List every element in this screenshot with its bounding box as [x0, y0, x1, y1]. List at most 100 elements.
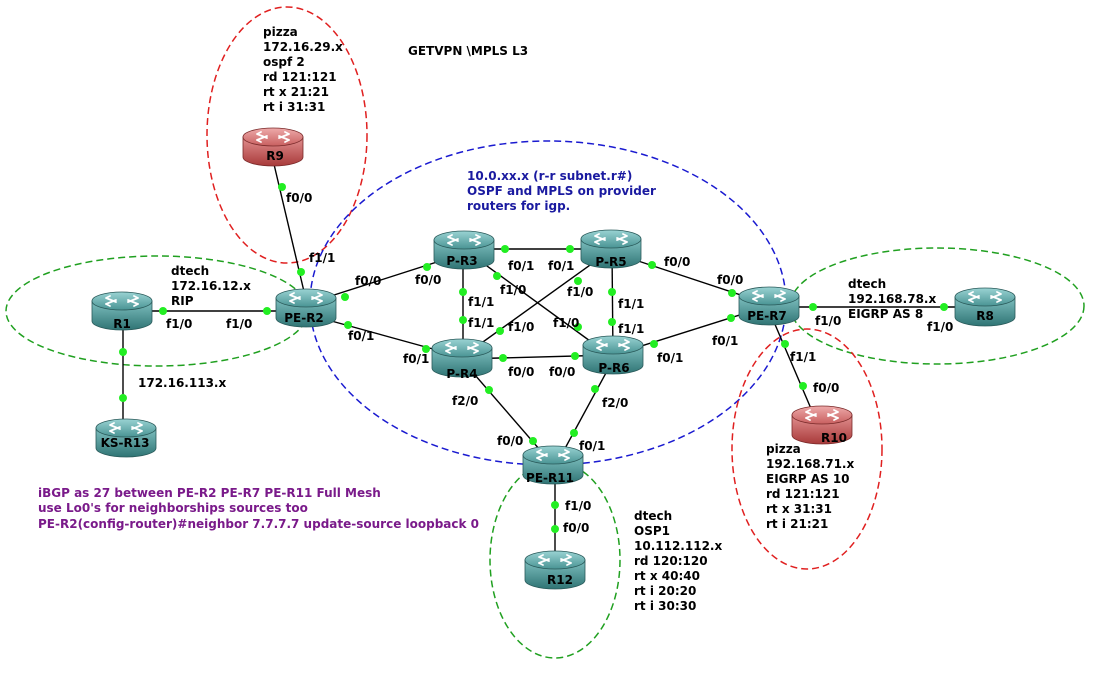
port-dot — [263, 307, 271, 315]
router-label: KS-R13 — [101, 436, 150, 450]
router-r9[interactable]: R9 — [242, 127, 304, 167]
zone-text: 10.0.xx.x (r-r subnet.r#) — [467, 169, 632, 183]
zone-text: RIP — [171, 294, 194, 308]
port-label: f1/1 — [618, 322, 644, 336]
port-label: f0/0 — [355, 274, 381, 288]
port-dot — [551, 501, 559, 509]
port-dot — [574, 323, 582, 331]
port-dot — [566, 245, 574, 253]
router-pe-r2[interactable]: PE-R2 — [275, 288, 337, 328]
port-dot — [727, 314, 735, 322]
port-label: f0/0 — [508, 365, 534, 379]
port-dot — [728, 289, 736, 297]
port-label: f0/0 — [813, 381, 839, 395]
port-label: f1/1 — [468, 295, 494, 309]
router-r12[interactable]: R12 — [524, 550, 586, 590]
note-line: iBGP as 27 between PE-R2 PE-R7 PE-R11 Fu… — [38, 486, 381, 500]
router-p-r3[interactable]: P-R3 — [433, 230, 495, 270]
router-ks-r13[interactable]: KS-R13 — [95, 418, 157, 458]
port-dot — [278, 183, 286, 191]
r13-subnet: 172.16.113.x — [138, 376, 226, 390]
port-label: f0/0 — [549, 365, 575, 379]
router-r1[interactable]: R1 — [91, 291, 153, 331]
port-dot — [344, 321, 352, 329]
port-dot — [341, 293, 349, 301]
router-label: PE-R7 — [747, 309, 787, 323]
port-label: f0/0 — [664, 255, 690, 269]
zone-text: 172.16.12.x — [171, 279, 251, 293]
port-dot — [459, 288, 467, 296]
port-dot — [574, 277, 582, 285]
zone-text: rt i 21:21 — [766, 517, 828, 531]
zone-text: ospf 2 — [263, 55, 305, 69]
router-label: P-R4 — [446, 367, 477, 381]
router-pe-r7[interactable]: PE-R7 — [738, 286, 800, 326]
zone-text: pizza — [263, 25, 298, 39]
zone-r9-site — [206, 6, 368, 264]
r8-site-info: dtech 192.168.78.x EIGRP AS 8 — [848, 277, 936, 321]
r10-site-info: pizza 192.168.71.x EIGRP AS 10 rd 121:12… — [766, 442, 854, 531]
router-pe-r11[interactable]: PE-R11 — [522, 445, 584, 485]
zone-text: 10.112.112.x — [634, 539, 722, 553]
port-dot — [608, 318, 616, 326]
port-dot — [493, 272, 501, 280]
router-label: PE-R2 — [284, 311, 324, 325]
zone-text: rt x 31:31 — [766, 502, 832, 516]
router-r8[interactable]: R8 — [954, 287, 1016, 327]
port-label: f0/1 — [657, 351, 683, 365]
port-label: f1/0 — [815, 314, 841, 328]
port-dot — [648, 261, 656, 269]
port-dot — [501, 245, 509, 253]
link-r7-r10 — [767, 307, 819, 426]
port-label: f1/0 — [553, 316, 579, 330]
port-label: f1/0 — [500, 283, 526, 297]
router-p-r4[interactable]: P-R4 — [431, 338, 493, 381]
zone-text: rt i 30:30 — [634, 599, 696, 613]
port-dot — [422, 345, 430, 353]
port-dot — [551, 525, 559, 533]
zone-text: dtech — [634, 509, 672, 523]
router-label: PE-R11 — [526, 471, 574, 485]
port-dot — [591, 385, 599, 393]
router-label: P-R3 — [446, 254, 477, 268]
port-label: f0/1 — [348, 329, 374, 343]
port-label: f1/0 — [567, 285, 593, 299]
zone-text: rd 121:121 — [263, 70, 337, 84]
port-label: f1/0 — [927, 320, 953, 334]
port-label: f1/0 — [166, 317, 192, 331]
zone-text: rt i 31:31 — [263, 100, 325, 114]
port-label: f0/0 — [497, 434, 523, 448]
zone-text: EIGRP AS 8 — [848, 307, 923, 321]
port-dot — [940, 303, 948, 311]
diagram-title: GETVPN \MPLS L3 — [408, 44, 528, 58]
link-r9-r2 — [272, 159, 307, 301]
zone-r10-site — [731, 328, 883, 570]
port-dots — [119, 183, 948, 533]
port-dot — [650, 340, 658, 348]
port-label: f0/0 — [563, 521, 589, 535]
port-label: f1/1 — [618, 297, 644, 311]
router-p-r6[interactable]: P-R6 — [582, 335, 644, 375]
router-label: P-R5 — [595, 255, 626, 269]
port-dot — [496, 327, 504, 335]
port-label: f0/1 — [548, 259, 574, 273]
port-dot — [608, 288, 616, 296]
router-p-r5[interactable]: P-R5 — [580, 229, 642, 269]
zone-text: 192.168.78.x — [848, 292, 936, 306]
port-dot — [459, 316, 467, 324]
r9-site-info: pizza 172.16.29.x ospf 2 rd 121:121 rt x… — [263, 25, 343, 114]
port-dot — [119, 348, 127, 356]
r12-site-info: dtech OSP1 10.112.112.x rd 120:120 rt x … — [634, 509, 722, 613]
port-label: f1/0 — [226, 317, 252, 331]
zone-text: pizza — [766, 442, 801, 456]
port-label: f0/1 — [403, 352, 429, 366]
router-label: R12 — [547, 573, 573, 587]
zone-text: OSPF and MPLS on provider — [467, 184, 656, 198]
router-r10[interactable]: R10 — [791, 405, 853, 445]
port-label: f0/1 — [712, 334, 738, 348]
note-line: PE-R2(config-router)#neighbor 7.7.7.7 up… — [38, 517, 479, 531]
port-dot — [570, 429, 578, 437]
port-dot — [485, 386, 493, 394]
